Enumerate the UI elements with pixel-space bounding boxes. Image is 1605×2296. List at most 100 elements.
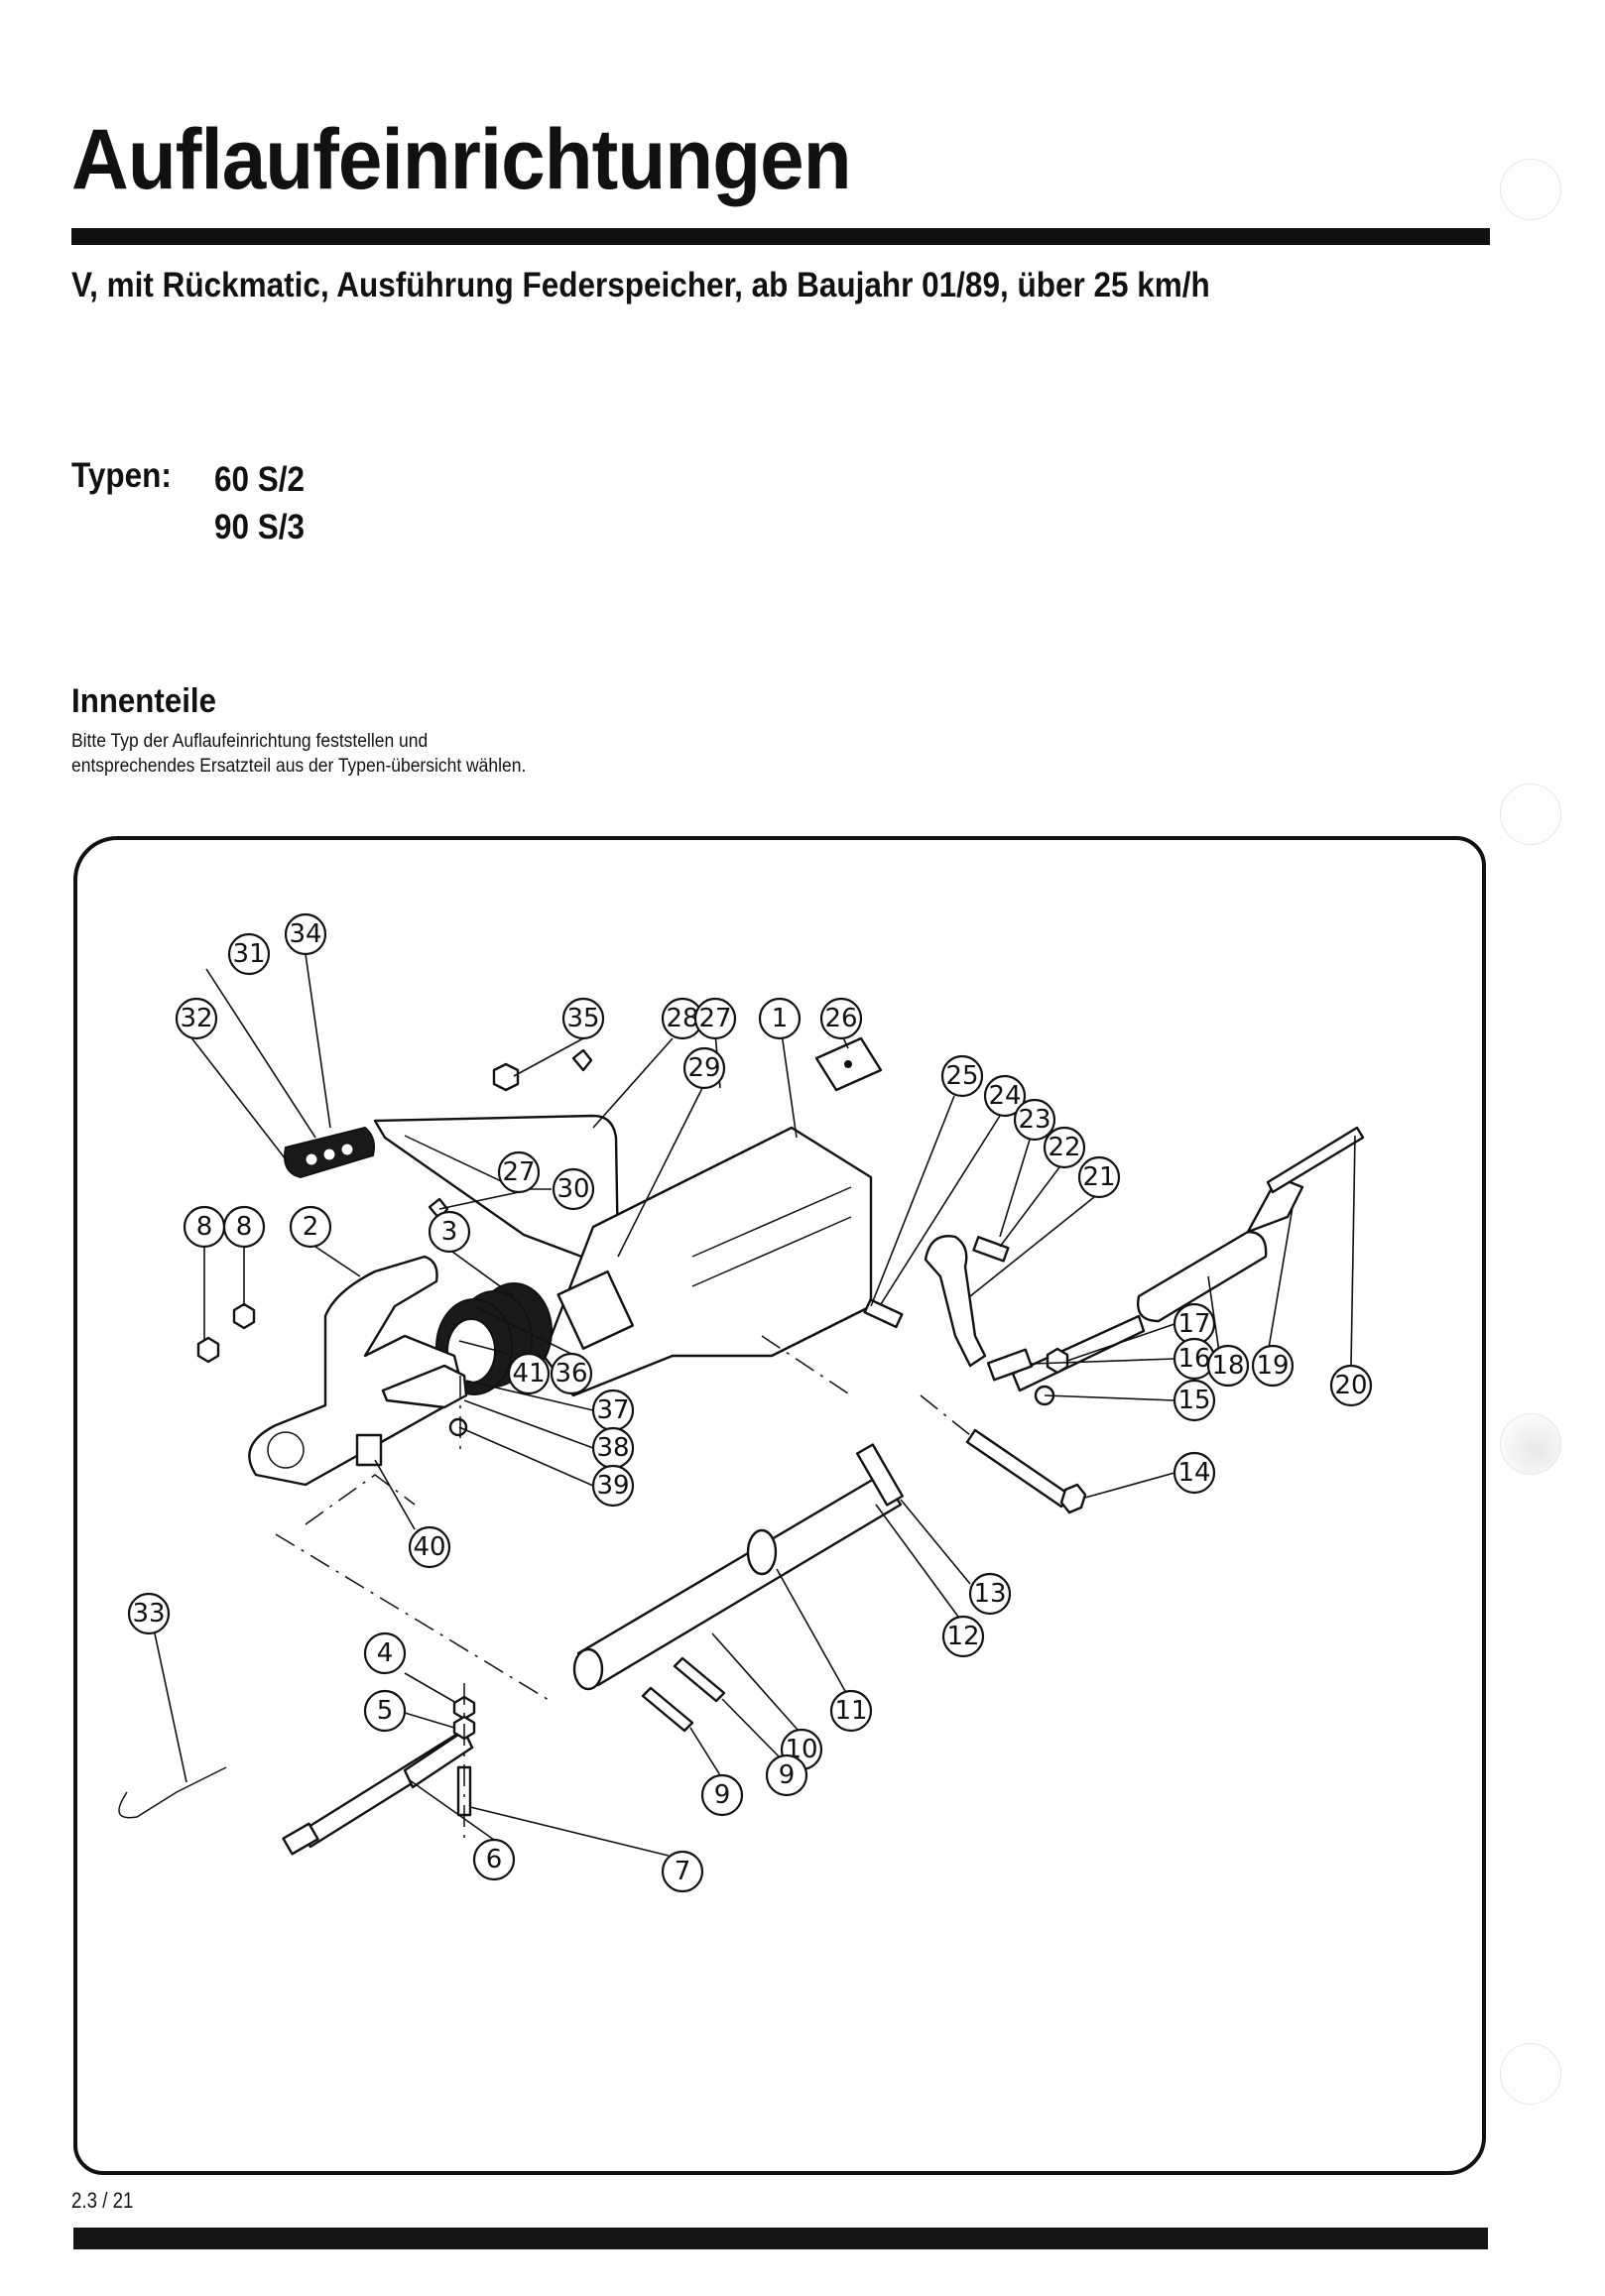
pin bbox=[972, 1236, 1010, 1263]
callout-4: 4 bbox=[363, 1631, 407, 1675]
svg-text:27: 27 bbox=[698, 1004, 731, 1033]
svg-text:16: 16 bbox=[1177, 1344, 1210, 1374]
hook-lever bbox=[924, 1235, 987, 1368]
svg-text:9: 9 bbox=[779, 1760, 796, 1790]
callouts: 34 31 32 35 28 27 1 26 29 30 27 3 8 8 2 … bbox=[127, 912, 1373, 1893]
svg-text:18: 18 bbox=[1211, 1351, 1244, 1381]
section-title: Innenteile bbox=[71, 682, 217, 720]
callout-7: 7 bbox=[661, 1850, 704, 1893]
callout-8b: 8 bbox=[222, 1205, 266, 1249]
svg-text:32: 32 bbox=[180, 1004, 212, 1033]
callout-1: 1 bbox=[758, 997, 802, 1040]
svg-text:23: 23 bbox=[1018, 1105, 1050, 1135]
svg-text:14: 14 bbox=[1177, 1458, 1210, 1488]
svg-text:27: 27 bbox=[502, 1157, 535, 1187]
callout-29: 29 bbox=[682, 1046, 726, 1090]
svg-text:28: 28 bbox=[666, 1004, 698, 1033]
type-item: 90 S/3 bbox=[214, 508, 306, 546]
callout-40: 40 bbox=[408, 1525, 451, 1569]
section-description: Bitte Typ der Auflaufeinrichtung festste… bbox=[71, 731, 527, 777]
callout-31: 31 bbox=[227, 932, 271, 976]
callout-41: 41 bbox=[507, 1352, 551, 1395]
callout-33: 33 bbox=[127, 1592, 171, 1635]
svg-text:8: 8 bbox=[236, 1212, 253, 1242]
footer-rule bbox=[73, 2228, 1488, 2249]
svg-text:37: 37 bbox=[596, 1395, 629, 1425]
svg-text:21: 21 bbox=[1082, 1162, 1115, 1192]
callout-3: 3 bbox=[428, 1210, 471, 1254]
svg-text:33: 33 bbox=[132, 1599, 165, 1629]
tube-flange bbox=[856, 1443, 904, 1507]
parts-drawing bbox=[118, 1036, 1365, 1856]
callout-38: 38 bbox=[591, 1426, 635, 1470]
callout-12: 12 bbox=[941, 1615, 985, 1658]
clevis-pin bbox=[986, 1348, 1034, 1382]
callout-27b: 27 bbox=[497, 1150, 541, 1194]
nut bbox=[232, 1302, 256, 1330]
callout-9b: 9 bbox=[765, 1753, 808, 1797]
spring-clip bbox=[355, 1433, 383, 1467]
svg-text:36: 36 bbox=[555, 1359, 587, 1389]
svg-text:38: 38 bbox=[596, 1433, 629, 1463]
svg-text:41: 41 bbox=[512, 1359, 545, 1389]
svg-text:13: 13 bbox=[973, 1579, 1006, 1609]
callout-28: 28 bbox=[661, 997, 704, 1040]
threaded-rod bbox=[1266, 1126, 1365, 1194]
callout-39: 39 bbox=[591, 1464, 635, 1508]
callout-5: 5 bbox=[363, 1689, 407, 1733]
callout-9: 9 bbox=[700, 1773, 744, 1817]
callout-35: 35 bbox=[561, 997, 605, 1040]
svg-text:5: 5 bbox=[377, 1696, 394, 1726]
svg-text:20: 20 bbox=[1334, 1371, 1367, 1400]
svg-text:2: 2 bbox=[303, 1212, 319, 1242]
svg-text:17: 17 bbox=[1177, 1309, 1210, 1339]
callout-24: 24 bbox=[983, 1074, 1027, 1118]
handbrake-lever bbox=[373, 1114, 620, 1269]
punch-hole bbox=[1500, 2043, 1561, 2105]
callout-36: 36 bbox=[550, 1352, 593, 1395]
callout-16: 16 bbox=[1173, 1337, 1216, 1381]
nut bbox=[1046, 1347, 1069, 1375]
washer bbox=[448, 1417, 468, 1437]
page-subtitle: V, mit Rückmatic, Ausführung Federspeich… bbox=[71, 266, 1210, 304]
page-number: 2.3 / 21 bbox=[71, 2188, 134, 2213]
callout-22: 22 bbox=[1043, 1126, 1086, 1169]
callout-21: 21 bbox=[1077, 1155, 1121, 1199]
callout-37: 37 bbox=[591, 1389, 635, 1432]
punch-hole bbox=[1500, 159, 1561, 220]
callout-14: 14 bbox=[1173, 1451, 1216, 1495]
nut bbox=[492, 1062, 520, 1092]
svg-text:15: 15 bbox=[1177, 1386, 1210, 1415]
punch-hole bbox=[1500, 1413, 1561, 1475]
callout-27: 27 bbox=[693, 997, 737, 1040]
svg-text:34: 34 bbox=[289, 919, 321, 949]
svg-text:19: 19 bbox=[1256, 1351, 1289, 1381]
bolt bbox=[673, 1656, 726, 1703]
svg-text:24: 24 bbox=[988, 1081, 1021, 1111]
svg-text:22: 22 bbox=[1048, 1133, 1080, 1162]
callout-32: 32 bbox=[175, 997, 218, 1040]
svg-text:1: 1 bbox=[772, 1004, 789, 1033]
punch-hole bbox=[1500, 784, 1561, 845]
type-item: 60 S/2 bbox=[214, 460, 306, 499]
callout-19: 19 bbox=[1251, 1344, 1295, 1388]
svg-text:7: 7 bbox=[675, 1857, 691, 1886]
types-list: 60 S/2 90 S/3 bbox=[214, 456, 305, 551]
pin bbox=[863, 1298, 904, 1329]
callout-23: 23 bbox=[1013, 1098, 1056, 1142]
callout-8: 8 bbox=[183, 1205, 226, 1249]
svg-text:30: 30 bbox=[556, 1174, 589, 1204]
callout-13: 13 bbox=[968, 1572, 1012, 1616]
callout-2: 2 bbox=[289, 1205, 332, 1249]
diagram-frame bbox=[73, 836, 1486, 2175]
callout-11: 11 bbox=[829, 1689, 873, 1733]
bolt bbox=[641, 1686, 694, 1733]
svg-text:35: 35 bbox=[566, 1004, 599, 1033]
svg-text:8: 8 bbox=[196, 1212, 213, 1242]
callout-20: 20 bbox=[1329, 1364, 1373, 1407]
bolt bbox=[965, 1428, 1071, 1509]
reversing-lever bbox=[381, 1364, 468, 1409]
svg-text:11: 11 bbox=[834, 1696, 867, 1726]
callout-26: 26 bbox=[819, 997, 863, 1040]
callout-25: 25 bbox=[940, 1054, 984, 1098]
